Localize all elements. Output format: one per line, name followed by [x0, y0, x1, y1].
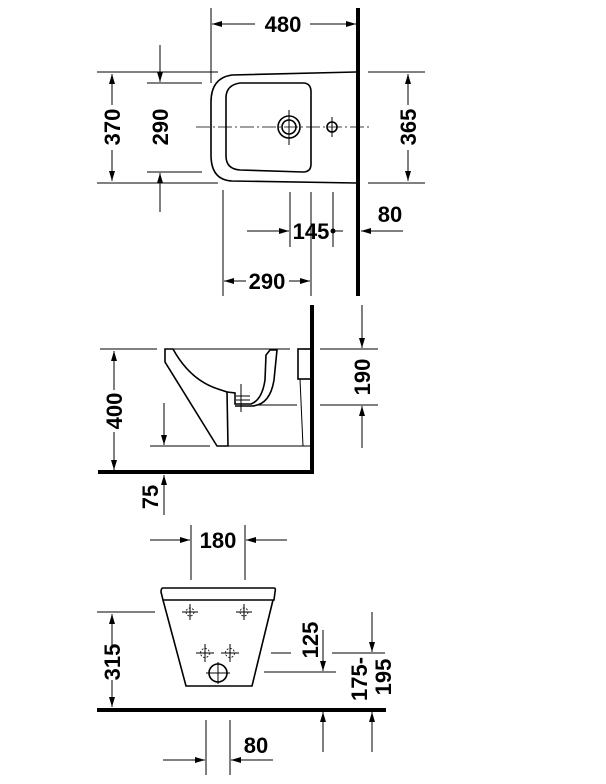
dim-fixing-190: 190 [350, 359, 375, 396]
bidet-rim [160, 587, 277, 601]
dim-waste-height-line2: 195 [371, 659, 396, 696]
dim-fixing-spacing-180: 180 [200, 528, 237, 553]
dim-waste-spacing-80: 80 [244, 733, 268, 758]
bowl-outline [225, 82, 312, 173]
dim-clearance-75: 75 [138, 485, 163, 509]
dim-width-480: 480 [265, 12, 302, 37]
front-view: 180 315 125 [97, 525, 396, 775]
dim-depth-290: 290 [148, 109, 173, 146]
bidet-outline [210, 71, 357, 184]
bidet-body [162, 599, 274, 687]
dim-depth-365: 365 [396, 109, 421, 146]
side-view: 400 75 190 [98, 305, 378, 515]
dim-length-290: 290 [249, 269, 286, 294]
dim-fixing-height-315: 315 [100, 644, 125, 681]
wall-bracket [297, 348, 312, 380]
dim-waste-height-line1: 175- [347, 657, 372, 701]
top-view: 480 370 290 365 145 [97, 8, 425, 296]
bidet-rear-profile [226, 349, 278, 407]
dim-depth-370: 370 [100, 109, 125, 146]
supply-hole-right [221, 644, 239, 662]
dim-drain-145: 145 [293, 219, 330, 244]
supply-hole-left [196, 644, 214, 662]
dim-supply-125: 125 [298, 622, 323, 659]
dim-wall-80: 80 [378, 202, 402, 227]
fixing-hole-left [182, 604, 198, 620]
fixing-hole-right [236, 604, 252, 620]
dim-rim-height-400: 400 [102, 393, 127, 430]
bidet-front-profile [164, 348, 229, 447]
waste-hole [206, 662, 230, 684]
